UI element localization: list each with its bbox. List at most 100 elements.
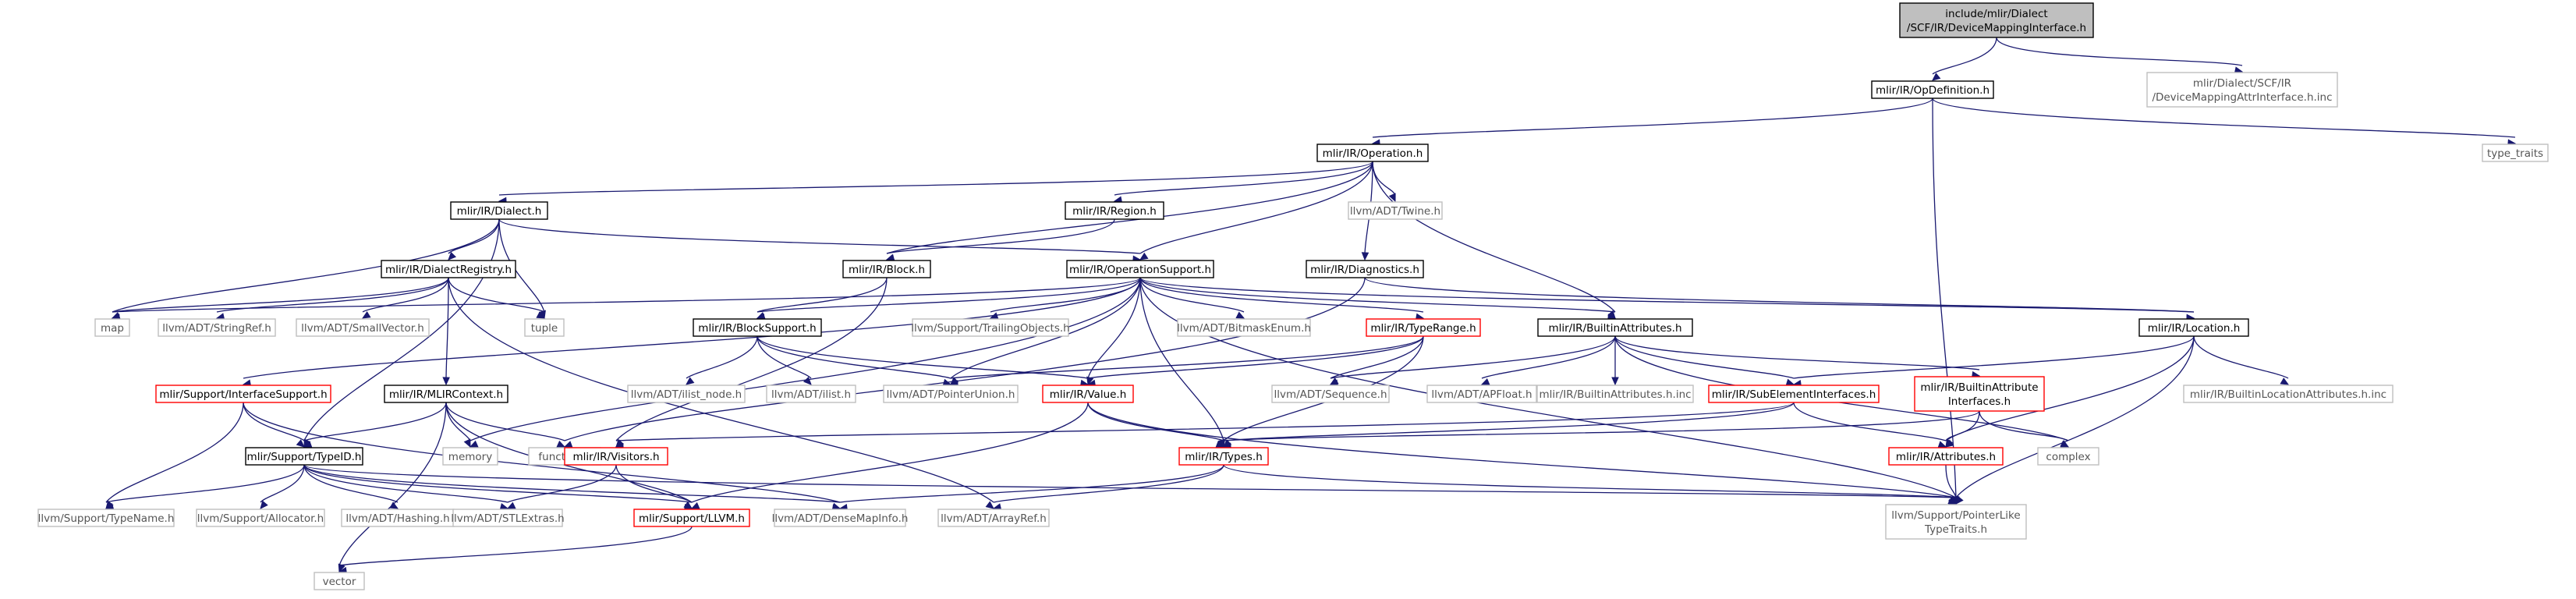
node-label: llvm/ADT/APFloat.h	[1431, 388, 1532, 401]
node-label: llvm/ADT/BitmaskEnum.h	[1177, 322, 1311, 335]
edge-builtinattrifaces-to-complex	[1979, 410, 2070, 448]
edge-ifacesupport-to-typename	[105, 402, 244, 509]
edge-builtinattrs-to-subelem	[1614, 335, 1795, 386]
node-diagnostics[interactable]: mlir/IR/Diagnostics.h	[1306, 260, 1424, 278]
node-region[interactable]: mlir/IR/Region.h	[1065, 201, 1164, 220]
edge-typeid-to-stlextras	[303, 464, 509, 511]
edge-blocksupport-to-ilist	[757, 335, 812, 385]
node-vector: vector	[314, 572, 365, 590]
node-label: mlir/IR/Attributes.h	[1896, 451, 1996, 463]
node-value[interactable]: mlir/IR/Value.h	[1042, 385, 1134, 403]
node-label: llvm/ADT/Twine.h	[1350, 205, 1440, 218]
node-label: llvm/ADT/SmallVector.h	[301, 322, 424, 335]
node-label: /DeviceMappingAttrInterface.h.inc	[2152, 91, 2332, 104]
edge-operation-to-dialect	[498, 161, 1373, 205]
node-label: include/mlir/Dialect	[1945, 8, 2047, 20]
node-mlircontext[interactable]: mlir/IR/MLIRContext.h	[384, 385, 508, 403]
edge-value-to-types	[1087, 402, 1225, 448]
node-label: mlir/IR/Value.h	[1050, 388, 1127, 401]
node-stlextras: llvm/ADT/STLExtras.h	[451, 509, 565, 527]
edge-opsupport-to-memory	[469, 277, 1141, 448]
edge-mlircontext-to-typeid	[303, 402, 447, 448]
node-label: llvm/Support/Allocator.h	[197, 512, 324, 525]
edge-operation-to-opsupport	[1139, 161, 1373, 261]
edge-ifacesupport-to-typeid	[243, 402, 305, 448]
edge-blocksupport-to-ilist_node	[686, 335, 758, 385]
edge-dialect-to-dialectreg	[448, 218, 500, 261]
edge-dialectreg-to-tuple	[448, 277, 546, 319]
node-label: TypeTraits.h	[1924, 523, 1987, 536]
edge-builtinattrifaces-to-types	[1222, 410, 1980, 451]
node-label: llvm/ADT/PointerUnion.h	[887, 388, 1015, 401]
node-label: llvm/ADT/ilist.h	[771, 388, 851, 401]
node-label: mlir/IR/Block.h	[849, 264, 925, 276]
node-arrayref: llvm/ADT/ArrayRef.h	[937, 509, 1050, 527]
node-allocator: llvm/Support/Allocator.h	[196, 509, 325, 527]
node-operation[interactable]: mlir/IR/Operation.h	[1316, 144, 1429, 162]
edge-diagnostics-to-functional	[563, 277, 1366, 448]
node-opsupport[interactable]: mlir/IR/OperationSupport.h	[1066, 260, 1214, 278]
node-llvmh[interactable]: mlir/Support/LLVM.h	[633, 509, 750, 527]
edge-builtinattrs-to-builtinattrifaces	[1614, 335, 1981, 379]
node-label: tuple	[531, 322, 558, 335]
node-stringref: llvm/ADT/StringRef.h	[158, 318, 276, 337]
node-subelem[interactable]: mlir/IR/SubElementInterfaces.h	[1708, 385, 1880, 403]
node-complex: complex	[2037, 447, 2099, 466]
node-label: mlir/Support/InterfaceSupport.h	[159, 388, 327, 401]
edge-builtinattrifaces-to-attributes	[1945, 410, 1980, 448]
node-map: map	[94, 318, 130, 337]
node-types[interactable]: mlir/IR/Types.h	[1178, 447, 1269, 466]
node-opdef[interactable]: mlir/IR/OpDefinition.h	[1871, 80, 1994, 99]
node-devmapinc: mlir/Dialect/SCF/IR/DeviceMappingAttrInt…	[2146, 72, 2338, 108]
node-typename: llvm/Support/TypeName.h	[37, 509, 175, 527]
edge-dialectreg-to-mlircontext	[442, 277, 450, 386]
edge-typeid-to-hashing	[303, 464, 399, 509]
edge-types-to-arrayref	[992, 464, 1224, 511]
node-dialectreg[interactable]: mlir/IR/DialectRegistry.h	[381, 260, 516, 278]
node-label: mlir/IR/Operation.h	[1323, 147, 1423, 160]
node-smallvector: llvm/ADT/SmallVector.h	[296, 318, 430, 337]
edge-typeid-to-typename	[105, 464, 305, 511]
node-typeid[interactable]: mlir/Support/TypeID.h	[245, 447, 363, 466]
edge-block-to-visitors	[615, 277, 888, 448]
edge-dialectreg-to-map	[111, 277, 449, 321]
header-nodes: include/mlir/Dialect/SCF/IR/DeviceMappin…	[37, 2, 2549, 590]
edge-visitors-to-stlextras	[506, 464, 617, 509]
node-location[interactable]: mlir/IR/Location.h	[2138, 318, 2249, 337]
node-builtinattrsinc: mlir/IR/BuiltinAttributes.h.inc	[1536, 385, 1694, 403]
node-label: mlir/IR/OperationSupport.h	[1069, 264, 1211, 276]
node-ilist: llvm/ADT/ilist.h	[766, 385, 856, 403]
edge-typeid-to-ptrlike	[303, 464, 1958, 508]
node-label: llvm/ADT/Sequence.h	[1274, 388, 1387, 401]
node-root[interactable]: include/mlir/Dialect/SCF/IR/DeviceMappin…	[1899, 2, 2094, 38]
edge-root-to-opdef	[1932, 37, 1997, 81]
node-builtinlocinc: mlir/IR/BuiltinLocationAttributes.h.inc	[2183, 385, 2394, 403]
node-attributes[interactable]: mlir/IR/Attributes.h	[1888, 447, 2004, 466]
node-block[interactable]: mlir/IR/Block.h	[842, 260, 931, 278]
node-dialect[interactable]: mlir/IR/Dialect.h	[450, 201, 548, 220]
node-label: mlir/IR/BuiltinAttributes.h.inc	[1539, 388, 1691, 401]
node-twine: llvm/ADT/Twine.h	[1348, 201, 1443, 220]
edge-opdef-to-ptrlike	[1932, 97, 1960, 505]
edge-typerange-to-ptrunion	[949, 335, 1424, 388]
dependency-edges	[105, 37, 2517, 575]
edge-dialectreg-to-smallvector	[361, 277, 449, 319]
node-label: llvm/ADT/DenseMapInfo.h	[772, 512, 909, 525]
node-builtinattrs[interactable]: mlir/IR/BuiltinAttributes.h	[1537, 318, 1693, 337]
node-label: llvm/ADT/STLExtras.h	[451, 512, 564, 525]
node-ifacesupport[interactable]: mlir/Support/InterfaceSupport.h	[155, 385, 331, 403]
edge-opdef-to-operation	[1371, 97, 1933, 147]
node-label: mlir/IR/Location.h	[2148, 322, 2241, 335]
node-typerange[interactable]: mlir/IR/TypeRange.h	[1366, 318, 1481, 337]
node-label: mlir/IR/Dialect.h	[457, 205, 542, 218]
edge-mlircontext-to-vector	[338, 402, 447, 573]
edge-dialectreg-to-arrayref	[448, 277, 994, 509]
node-tuple: tuple	[524, 318, 565, 337]
node-label: mlir/Support/TypeID.h	[247, 451, 362, 463]
node-visitors[interactable]: mlir/IR/Visitors.h	[564, 447, 668, 466]
edge-mlircontext-to-functional	[445, 402, 566, 448]
edge-operation-to-twine	[1372, 161, 1396, 203]
node-blocksupport[interactable]: mlir/IR/BlockSupport.h	[693, 318, 822, 337]
